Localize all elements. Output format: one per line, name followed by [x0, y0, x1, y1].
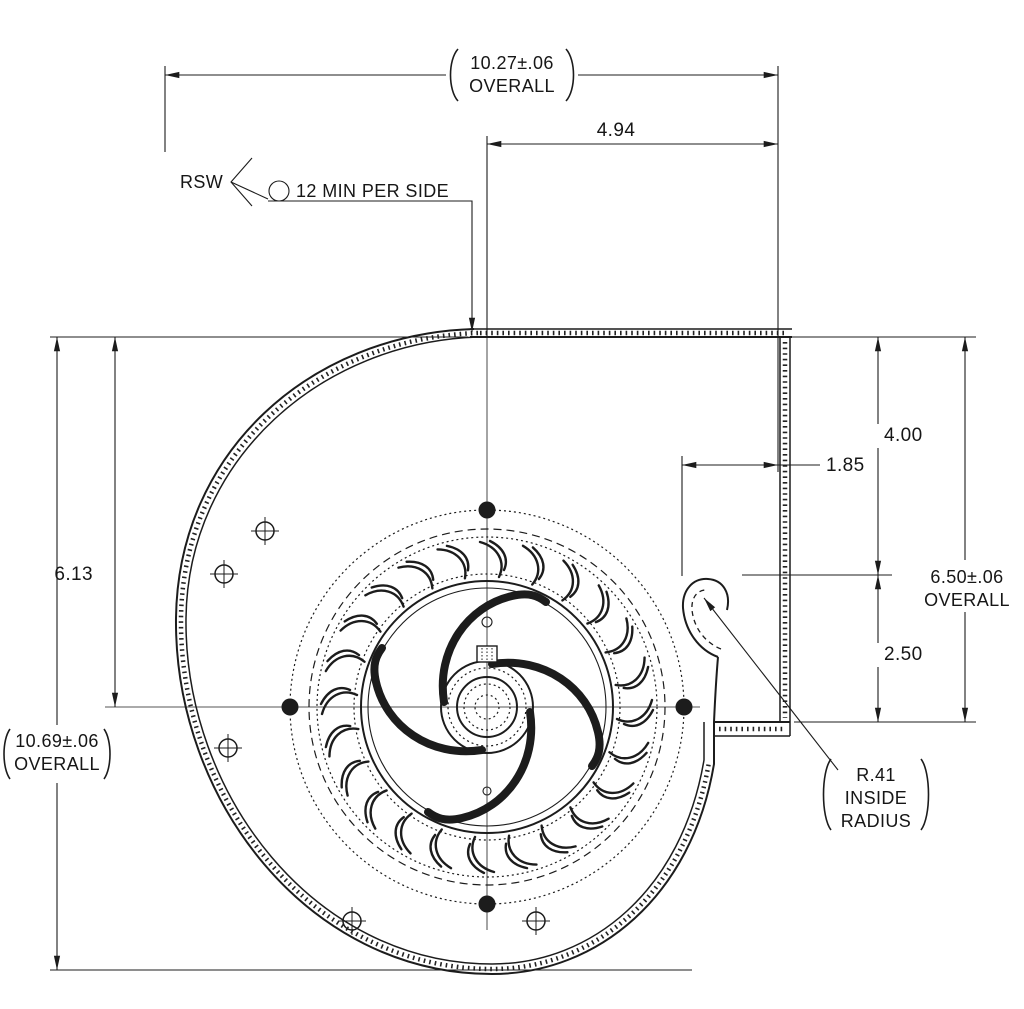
balance-hole-top: [481, 616, 493, 628]
housing-outline: [174, 328, 792, 976]
dim-overall-height: 10.69±.06 OVERALL: [3, 728, 111, 780]
cutoff-curl: [681, 577, 729, 723]
housing-holes: [209, 516, 551, 936]
dim-top-to-center-value: 6.13: [54, 564, 93, 585]
dim-cutoff-to-side-value: 1.85: [826, 455, 865, 476]
dim-outlet-depth-value: 2.50: [884, 644, 923, 665]
dim-top-to-center: 6.13: [54, 564, 93, 585]
dim-center-to-right-value: 4.94: [597, 120, 636, 141]
radius-note-line2: INSIDE: [845, 788, 907, 808]
radius-note: R.41 INSIDE RADIUS: [703, 597, 930, 831]
dim-outlet-to-top-value: 4.00: [884, 425, 923, 446]
radius-note-line3: RADIUS: [841, 811, 911, 831]
hub: [440, 616, 534, 796]
dim-overall-width: 10.27±.06 OVERALL: [449, 48, 575, 102]
mounting-bolts: [281, 501, 693, 913]
dim-outlet-depth: 2.50: [884, 644, 923, 665]
setscrew-block: [476, 645, 498, 663]
dim-outlet-to-top: 4.00: [884, 425, 923, 446]
weld-callout: RSW 12 MIN PER SIDE: [180, 157, 476, 332]
dim-outlet-overall: 6.50±.06 OVERALL: [924, 567, 1010, 610]
dim-cutoff-to-side: 1.85: [826, 455, 865, 476]
extension-lines: [50, 66, 976, 971]
dim-overall-height-value: 10.69±.06: [15, 731, 99, 751]
weld-spec-label: 12 MIN PER SIDE: [296, 181, 449, 201]
dim-center-to-right: 4.94: [597, 120, 636, 141]
impeller: [281, 501, 693, 913]
dim-outlet-overall-value: 6.50±.06: [930, 567, 1003, 587]
weld-process-label: RSW: [180, 172, 223, 192]
centerlines: [105, 337, 700, 930]
label-masks: [0, 47, 1020, 783]
dim-overall-height-suffix: OVERALL: [14, 754, 100, 774]
dim-outlet-overall-suffix: OVERALL: [924, 590, 1010, 610]
radius-note-line1: R.41: [856, 765, 896, 785]
dim-overall-width-value: 10.27±.06: [470, 53, 554, 73]
balance-hole-bottom: [482, 786, 492, 796]
dim-overall-width-suffix: OVERALL: [469, 76, 555, 96]
weld-all-around-icon: [268, 180, 290, 202]
weld-symbol-tail: [230, 157, 253, 207]
